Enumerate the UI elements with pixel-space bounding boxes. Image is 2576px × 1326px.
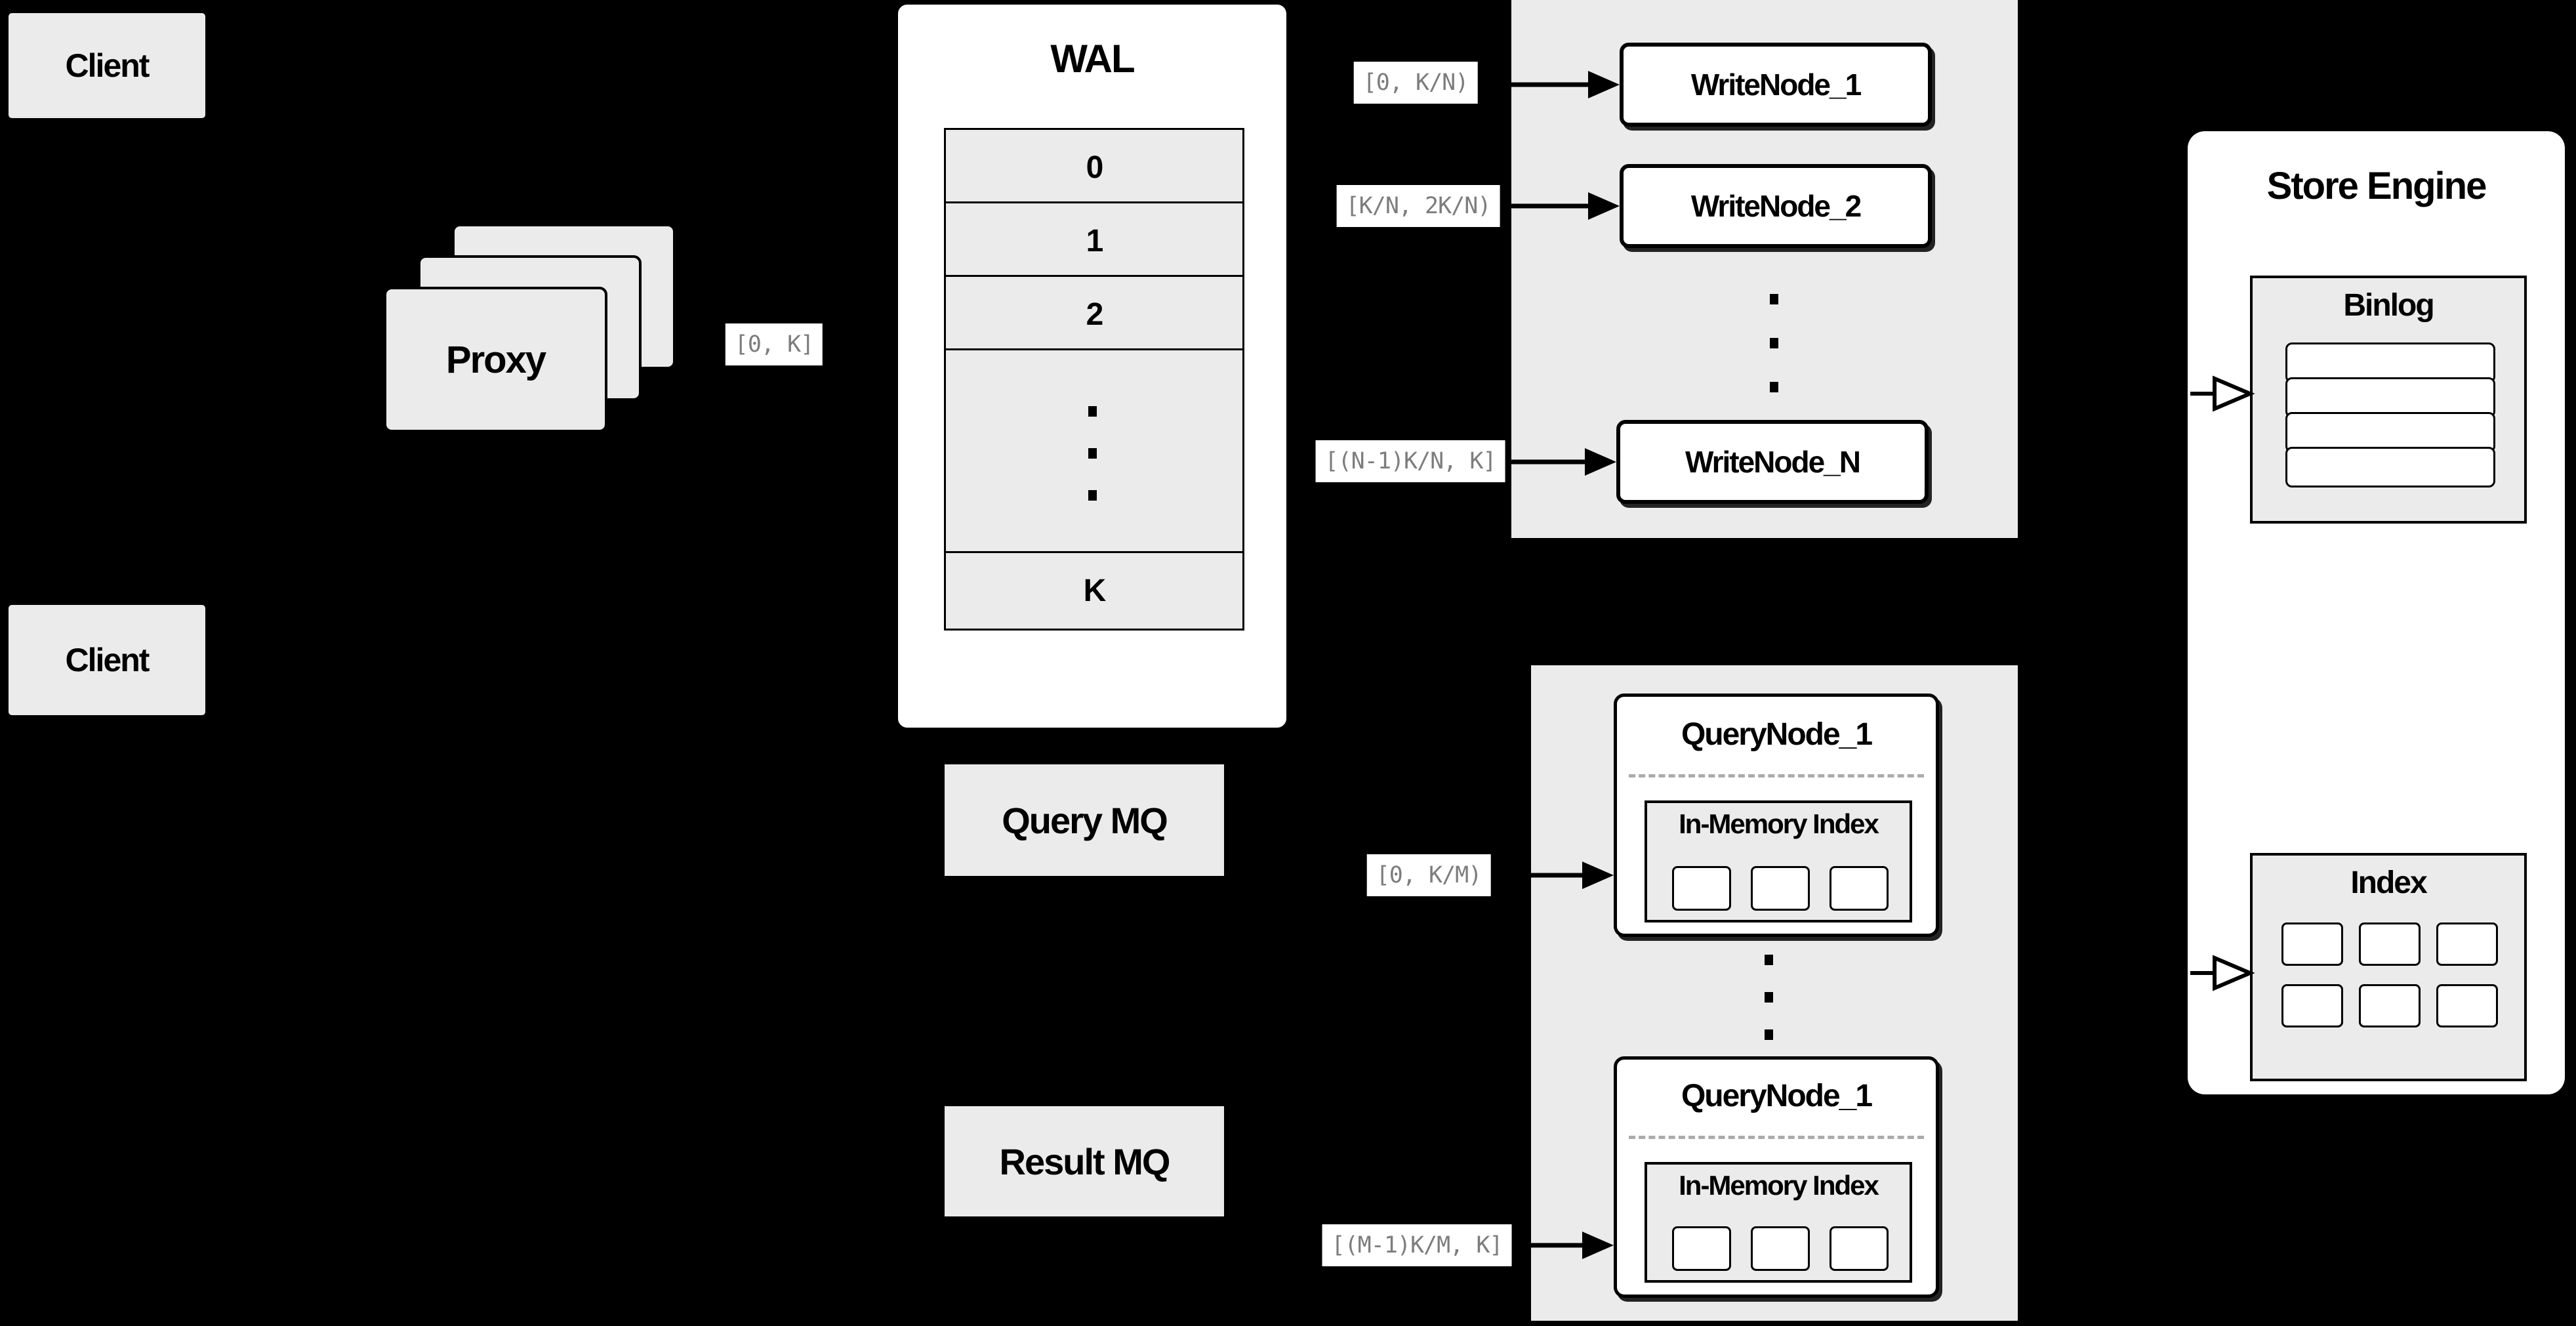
query-node-top: QueryNode_1 In-Memory Index bbox=[1614, 694, 1939, 937]
write-group-ellipsis-dot bbox=[1770, 294, 1778, 304]
range-label-writenode-1: [0, K/N) bbox=[1353, 62, 1478, 104]
range-label-querynode-bottom: [(M-1)K/M, K] bbox=[1322, 1224, 1512, 1266]
query-node-bottom: QueryNode_1 In-Memory Index bbox=[1614, 1056, 1939, 1298]
index-cell bbox=[2281, 922, 2343, 966]
segment-cell bbox=[1830, 866, 1889, 911]
query-node-top-separator bbox=[1629, 774, 1924, 777]
index-cell bbox=[2281, 984, 2343, 1027]
index-cell bbox=[2359, 984, 2421, 1027]
wal-row-0: 0 bbox=[944, 128, 1244, 207]
segment-cell bbox=[1672, 1226, 1731, 1271]
in-memory-index-top-title: In-Memory Index bbox=[1679, 808, 1879, 839]
binlog-row bbox=[2285, 412, 2495, 453]
binlog-box: Binlog bbox=[2250, 276, 2527, 524]
in-memory-index-box-bottom: In-Memory Index bbox=[1645, 1162, 1912, 1283]
query-node-bottom-separator bbox=[1629, 1136, 1924, 1139]
write-node-n: WriteNode_N bbox=[1616, 420, 1929, 504]
segment-cell bbox=[1751, 866, 1810, 911]
write-node-1: WriteNode_1 bbox=[1620, 43, 1932, 127]
query-mq-box: Query MQ bbox=[945, 764, 1224, 876]
in-memory-index-box-top: In-Memory Index bbox=[1645, 800, 1912, 922]
range-label-proxy: [0, K] bbox=[725, 323, 823, 365]
segment-cell bbox=[1672, 866, 1731, 911]
binlog-row bbox=[2285, 377, 2495, 418]
query-node-top-title: QueryNode_1 bbox=[1681, 717, 1873, 752]
client-box-bottom: Client bbox=[9, 605, 205, 715]
index-title: Index bbox=[2350, 865, 2427, 900]
store-engine-box: Store Engine Binlog Index bbox=[2188, 131, 2565, 1094]
wal-title: WAL bbox=[1050, 37, 1135, 81]
write-node-2: WriteNode_2 bbox=[1620, 164, 1932, 248]
range-label-writenode-n: [(N-1)K/N, K] bbox=[1315, 440, 1505, 482]
query-group-ellipsis-dot bbox=[1765, 992, 1773, 1003]
index-cell bbox=[2436, 984, 2498, 1027]
store-engine-title: Store Engine bbox=[2266, 165, 2487, 207]
range-label-querynode-top: [0, K/M) bbox=[1366, 854, 1491, 896]
wal-row-2: 2 bbox=[944, 275, 1244, 354]
client-box-top: Client bbox=[9, 13, 205, 118]
binlog-title: Binlog bbox=[2343, 288, 2434, 323]
index-box: Index bbox=[2250, 853, 2527, 1081]
proxy-box: Proxy bbox=[384, 287, 607, 432]
write-group-ellipsis-dot bbox=[1770, 338, 1778, 348]
wal-box: WAL 0 1 2 K bbox=[895, 2, 1289, 730]
wal-ellipsis-dot bbox=[1088, 448, 1097, 459]
index-cell bbox=[2359, 922, 2421, 966]
query-group-ellipsis-dot bbox=[1765, 955, 1773, 965]
segment-cell bbox=[1830, 1226, 1889, 1271]
index-cell bbox=[2436, 922, 2498, 966]
segment-cell bbox=[1751, 1226, 1810, 1271]
query-node-bottom-title: QueryNode_1 bbox=[1681, 1079, 1873, 1113]
range-label-writenode-2: [K/N, 2K/N) bbox=[1336, 185, 1500, 227]
binlog-row bbox=[2285, 447, 2495, 487]
wal-row-1: 1 bbox=[944, 201, 1244, 281]
result-mq-box: Result MQ bbox=[945, 1106, 1224, 1216]
in-memory-index-bottom-title: In-Memory Index bbox=[1679, 1170, 1879, 1201]
wal-ellipsis-dot bbox=[1088, 406, 1097, 417]
write-group-ellipsis-dot bbox=[1770, 382, 1778, 392]
query-group-ellipsis-dot bbox=[1765, 1029, 1773, 1040]
wal-ellipsis-dot bbox=[1088, 490, 1097, 501]
wal-row-k: K bbox=[944, 551, 1244, 631]
